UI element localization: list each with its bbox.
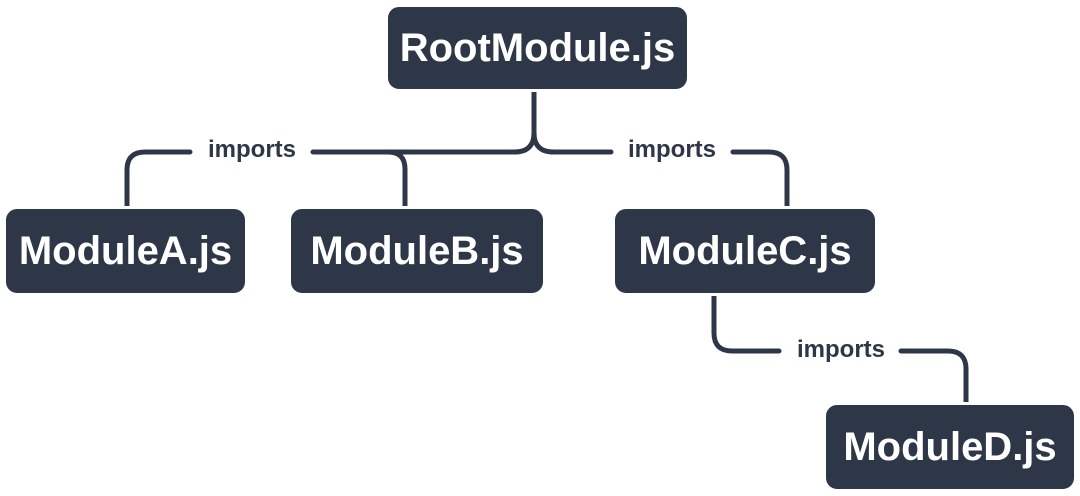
node-moduleC-label: ModuleC.js bbox=[638, 228, 852, 273]
node-rootmodule-label: RootModule.js bbox=[399, 25, 676, 70]
node-moduleC: ModuleC.js bbox=[612, 206, 878, 296]
node-moduleA-label: ModuleA.js bbox=[18, 228, 233, 273]
node-moduleB: ModuleB.js bbox=[288, 206, 546, 296]
edge-label-imports-bottom: imports bbox=[796, 335, 886, 363]
edge-moduleB-riser bbox=[385, 149, 408, 209]
node-rootmodule: RootModule.js bbox=[385, 4, 690, 92]
edge-root-right-branch bbox=[531, 89, 614, 155]
edge-down-to-moduleD bbox=[898, 348, 969, 405]
node-moduleD: ModuleD.js bbox=[823, 402, 1077, 492]
edge-right-to-moduleC bbox=[730, 149, 790, 209]
node-moduleA: ModuleA.js bbox=[3, 206, 248, 296]
edge-label-imports-left: imports bbox=[207, 135, 297, 163]
edge-root-left-branch bbox=[310, 89, 537, 155]
node-moduleB-label: ModuleB.js bbox=[310, 228, 524, 273]
edge-label-imports-right: imports bbox=[627, 135, 717, 163]
edge-left-to-moduleA bbox=[124, 149, 193, 209]
edge-moduleC-down bbox=[711, 293, 782, 354]
node-moduleD-label: ModuleD.js bbox=[843, 424, 1057, 469]
